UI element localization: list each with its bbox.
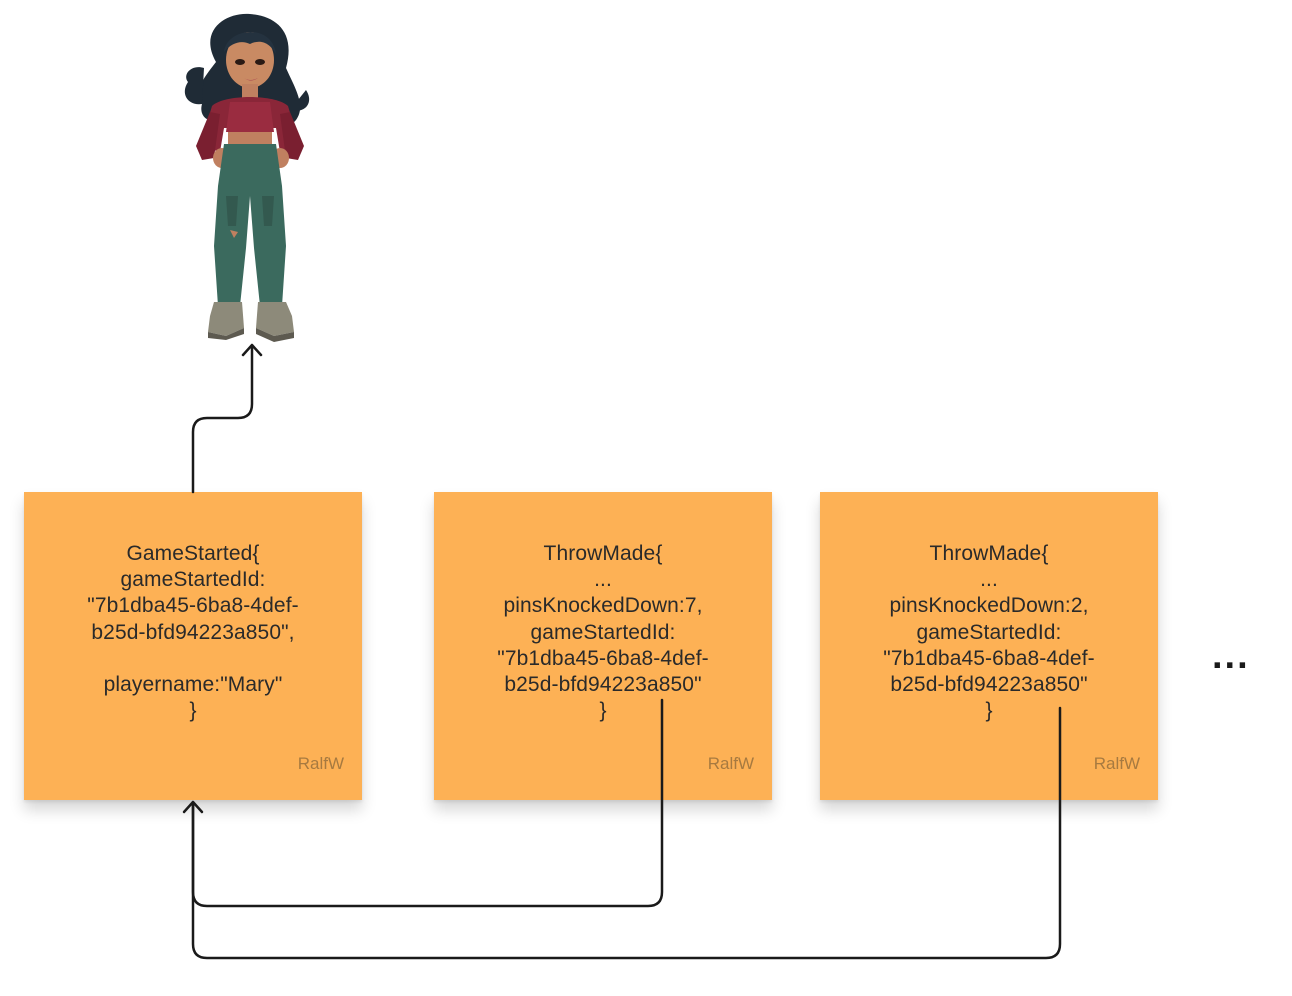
sticky-note-game-started[interactable]: GameStarted{ gameStartedId: "7b1dba45-6b… [24,492,362,800]
more-ellipsis: ... [1212,636,1250,676]
sticky-note-author: RalfW [708,754,754,774]
sticky-note-author: RalfW [1094,754,1140,774]
sticky-note-text: GameStarted{ gameStartedId: "7b1dba45-6b… [36,541,350,724]
sticky-note-author: RalfW [298,754,344,774]
player-character-illustration [168,10,328,345]
connector-game-started-to-player [193,346,252,492]
sticky-note-throw-made[interactable]: ThrowMade{ ... pinsKnockedDown:2, gameSt… [820,492,1158,800]
arrowhead-up-icon [184,802,202,812]
sticky-note-text: ThrowMade{ ... pinsKnockedDown:2, gameSt… [832,541,1146,724]
sticky-note-text: ThrowMade{ ... pinsKnockedDown:7, gameSt… [446,541,760,724]
arrowhead-up-icon [243,345,261,355]
sticky-note-throw-made[interactable]: ThrowMade{ ... pinsKnockedDown:7, gameSt… [434,492,772,800]
